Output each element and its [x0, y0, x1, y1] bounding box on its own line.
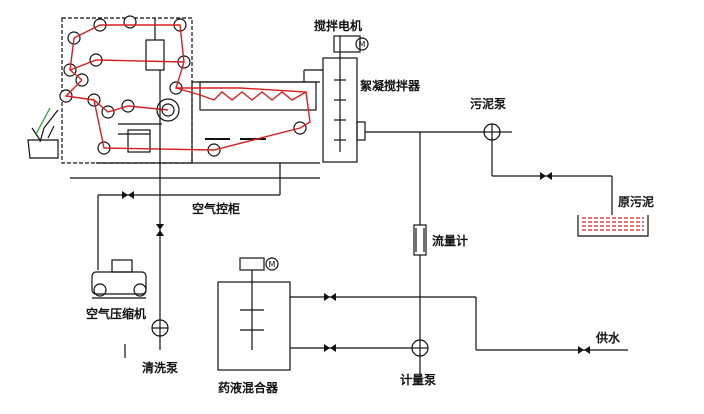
label-flocculation-stirrer: 絮凝搅拌器 — [360, 78, 421, 93]
stirrer-motor-letter: M — [359, 40, 366, 49]
label-wash-pump: 清洗泵 — [142, 360, 178, 375]
chemical-line — [290, 132, 628, 375]
filter-belt — [64, 24, 311, 151]
label-air-control-box: 空气控柜 — [192, 201, 240, 216]
label-flow-meter: 流量计 — [432, 233, 468, 248]
discharge-chute — [27, 107, 59, 159]
sludge-pump-icon — [483, 123, 501, 141]
wash-valve-icon — [156, 224, 164, 236]
flow-meter-icon — [413, 224, 427, 256]
wash-pump-icon — [151, 319, 169, 337]
belt-press-machine — [59, 15, 320, 164]
label-air-compressor: 空气压缩机 — [86, 306, 146, 321]
label-stirrer-motor: 搅拌电机 — [314, 18, 362, 33]
raw-sludge-tank-icon — [577, 215, 649, 237]
air-valve-icon — [122, 191, 134, 199]
sludge-valve-icon — [540, 172, 552, 180]
label-water-supply: 供水 — [595, 330, 621, 345]
stirrer-motor-icon: M — [333, 35, 369, 53]
sludge-feed-line — [365, 131, 613, 215]
label-raw-sludge: 原污泥 — [618, 194, 654, 209]
mixer-motor-letter: M — [269, 260, 276, 269]
mixer-bottom-valve-icon — [324, 344, 336, 352]
air-wash-lines — [70, 70, 320, 358]
water-valve-icon — [578, 346, 590, 354]
air-compressor-icon — [91, 259, 147, 299]
chemical-mixer-icon: M — [217, 257, 291, 371]
metering-pump-icon — [411, 339, 429, 357]
label-metering-pump: 计量泵 — [400, 372, 436, 387]
rollers — [59, 15, 307, 157]
label-sludge-pump: 污泥泵 — [470, 96, 506, 111]
label-chemical-mixer: 药液混合器 — [218, 380, 279, 395]
mixer-top-valve-icon — [324, 293, 336, 301]
flocculation-stirrer — [303, 52, 366, 163]
